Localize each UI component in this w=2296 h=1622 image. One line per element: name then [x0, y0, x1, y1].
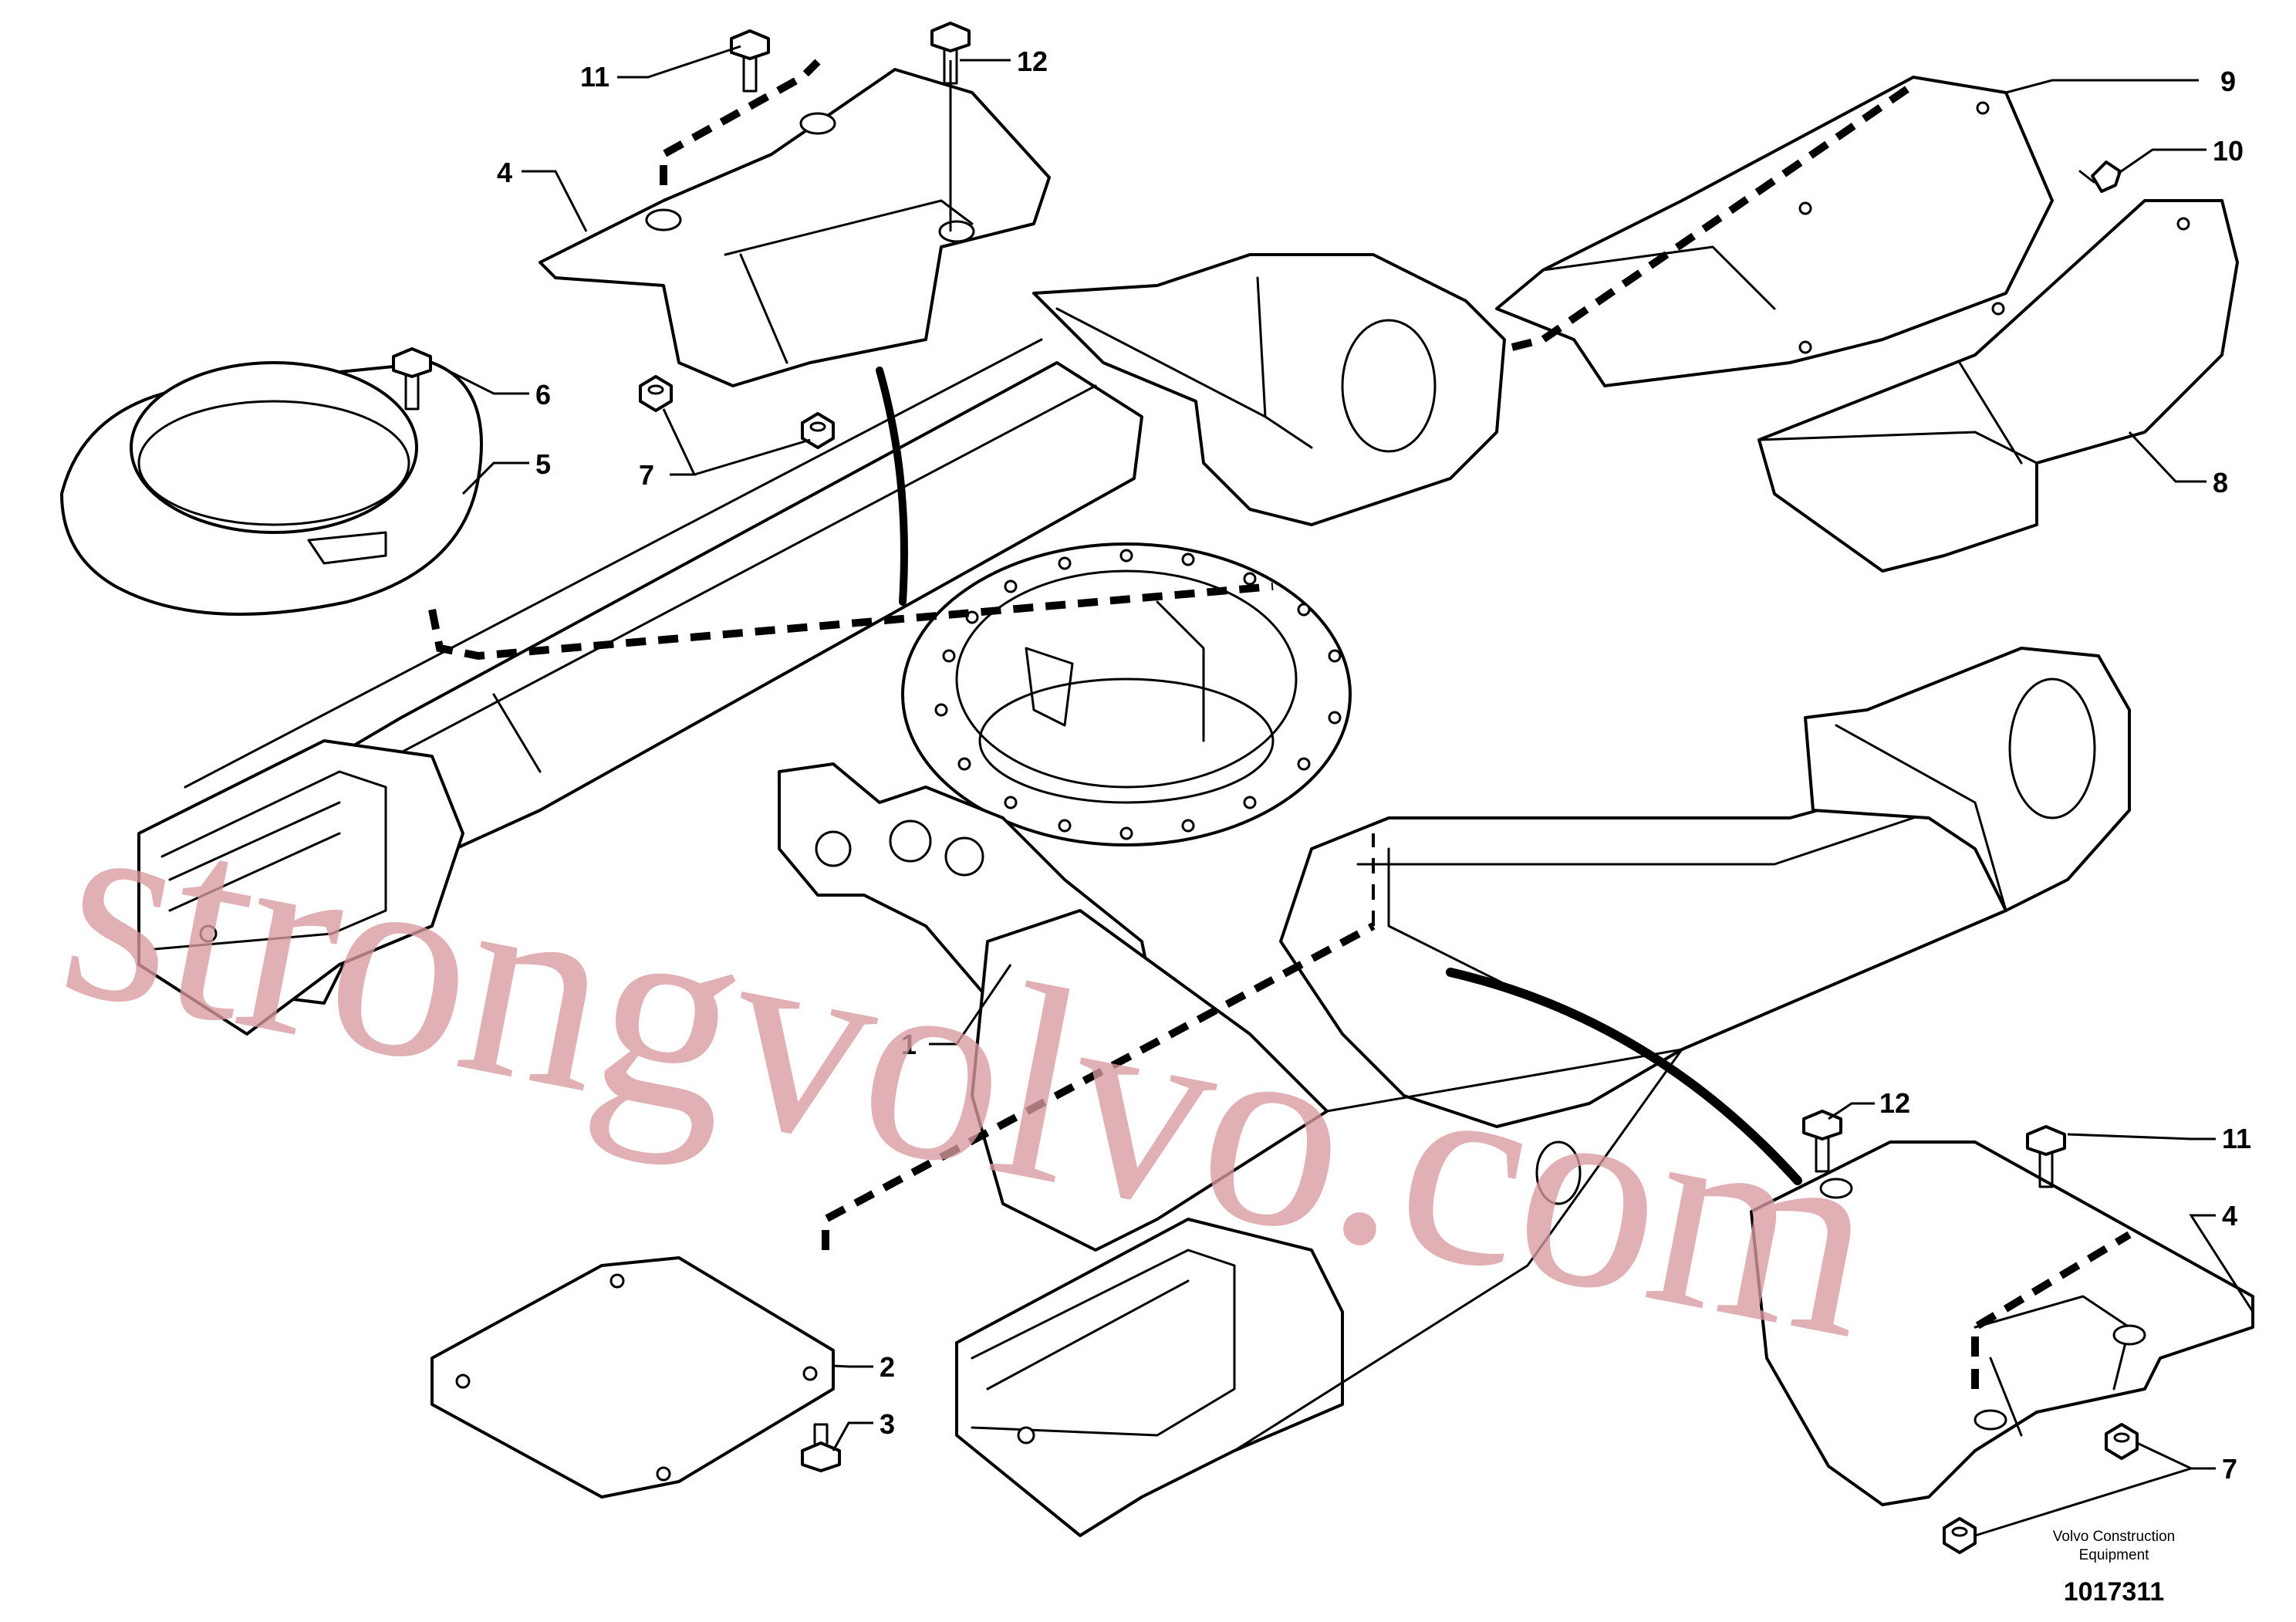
callout-11-lower: 11	[2222, 1123, 2251, 1154]
company-name-line2: Equipment	[2079, 1547, 2150, 1563]
callout-4-lower: 4	[2222, 1200, 2237, 1232]
company-name-line1: Volvo Construction	[2053, 1529, 2175, 1545]
callout-6: 6	[535, 379, 551, 411]
nut-7-upper-b	[801, 412, 835, 449]
callout-7-upper: 7	[639, 459, 654, 491]
assembly-lines	[428, 59, 2132, 1389]
bolt-11-upper	[730, 29, 770, 93]
title-block: Volvo Construction Equipment 1017311	[2053, 1529, 2175, 1607]
callout-7-lower: 7	[2222, 1453, 2237, 1485]
callout-labels: 11 12 4 6 5 7 9 10 8 1 2 3 12 11 4 7	[497, 46, 2251, 1485]
bolt-10	[2078, 161, 2122, 193]
nut-7-lower-b	[1943, 1517, 1977, 1554]
ring-bolt-holes	[934, 549, 1342, 840]
leader-lines	[431, 45, 2254, 1537]
callout-9: 9	[2220, 66, 2236, 97]
callout-4-upper: 4	[497, 157, 512, 188]
cover-plate-flat	[430, 1256, 835, 1499]
nut-7-lower-a	[2105, 1423, 2139, 1460]
callout-1: 1	[901, 1029, 917, 1060]
flange-ring	[60, 361, 483, 616]
bolt-6	[392, 347, 432, 411]
callout-5: 5	[535, 448, 551, 480]
bolt-11-lower	[2026, 1125, 2066, 1188]
callout-12-lower: 12	[1879, 1087, 1910, 1119]
undercarriage-frame	[137, 253, 2131, 1537]
shield-lower	[1757, 199, 2239, 573]
callout-8: 8	[2213, 467, 2228, 498]
callout-12-upper: 12	[1017, 46, 1048, 77]
callout-11-upper: 11	[580, 61, 609, 93]
drawing-number: 1017311	[2064, 1577, 2165, 1607]
callout-2: 2	[880, 1351, 895, 1383]
callout-10: 10	[2213, 135, 2244, 167]
nut-7-upper-a	[639, 375, 673, 412]
cover-plate-upper	[539, 68, 1051, 387]
bolt-3	[801, 1423, 841, 1472]
callout-3: 3	[880, 1408, 895, 1440]
fasteners	[392, 22, 2139, 1554]
shield-upper	[1495, 76, 2054, 387]
